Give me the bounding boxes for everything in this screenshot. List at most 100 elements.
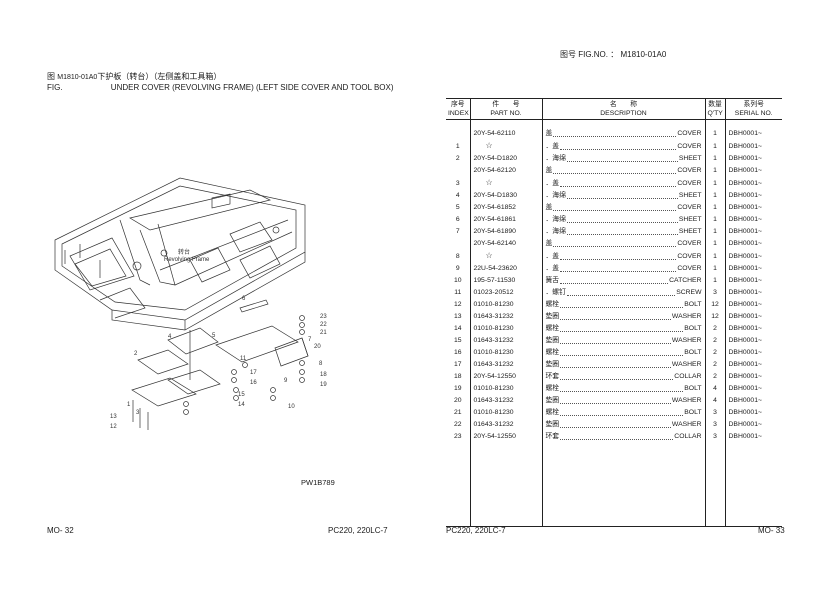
cell-part-no: 20Y-54-12550: [469, 371, 542, 383]
description-en: COLLAR: [674, 373, 702, 380]
description-cn: 垫圈: [545, 361, 560, 368]
cell-qty: 3: [704, 419, 725, 431]
callout-9: 9: [284, 378, 288, 384]
description-cn: 盖: [545, 204, 553, 211]
cell-serial: DBH0001~: [724, 165, 782, 177]
cell-index: 3: [455, 179, 460, 187]
cell-serial: DBH0001~: [724, 323, 782, 335]
cell-qty: 1: [704, 238, 725, 250]
cell-serial: DBH0001~: [724, 275, 782, 287]
cell-part-no: ☆: [469, 177, 542, 190]
cell-index: 7: [455, 228, 460, 235]
cell-index: 11: [454, 289, 462, 296]
callout-4: 4: [168, 334, 172, 340]
cell-serial: DBH0001~: [724, 177, 782, 190]
cell-index: 6: [455, 216, 460, 223]
description-en: COVER: [677, 252, 702, 260]
description-cn: 螺栓: [545, 349, 560, 356]
description-cn: 盖: [545, 130, 553, 137]
leader-dots: [553, 173, 677, 174]
callout-22: 22: [320, 322, 327, 328]
description-cn: ．盖: [545, 265, 560, 272]
cell-qty: 2: [704, 359, 725, 371]
cell-qty: 1: [704, 177, 725, 190]
description-cn: ．盖: [545, 252, 560, 260]
cover-plates: [131, 299, 309, 407]
cell-qty: 12: [704, 299, 725, 311]
cell-part-no: 01643-31232: [469, 359, 542, 371]
description-en: WASHER: [671, 421, 702, 428]
description-cn: 螺栓: [545, 325, 560, 332]
callout-17: 17: [250, 370, 257, 376]
leader-dots: [560, 331, 684, 332]
leader-dots: [560, 403, 671, 404]
cell-qty: 2: [704, 323, 725, 335]
leader-dots: [566, 198, 678, 199]
cell-index: 10: [453, 277, 462, 284]
description-cn: ．螺钉: [545, 289, 566, 296]
cell-serial: DBH0001~: [724, 335, 782, 347]
callout-7: 7: [308, 337, 312, 343]
leader-dots: [560, 367, 671, 368]
leader-dots: [560, 415, 684, 416]
description-en: SHEET: [678, 216, 702, 223]
description-cn: ．海绵: [545, 228, 566, 235]
cell-index: 12: [453, 301, 462, 308]
callout-1: 1: [127, 402, 131, 408]
cell-part-no: 20Y-54-D1830: [469, 190, 542, 202]
cell-serial: DBH0001~: [724, 419, 782, 431]
cell-serial: DBH0001~: [724, 299, 782, 311]
description-en: SHEET: [678, 192, 702, 199]
cell-index: 22: [453, 421, 462, 428]
cell-part-no: 20Y-54-62120: [469, 165, 542, 177]
callout-8: 8: [319, 361, 323, 367]
cell-qty: 1: [704, 140, 725, 153]
leader-dots: [560, 319, 671, 320]
right-page-model: PC220, 220LC-7: [446, 526, 506, 535]
cell-part-no: 20Y-54-61890: [469, 226, 542, 238]
leader-dots: [566, 222, 678, 223]
cell-part-no: ☆: [469, 250, 542, 263]
leader-dots: [566, 295, 676, 296]
description-en: WASHER: [671, 313, 702, 320]
leader-dots: [560, 343, 671, 344]
cell-part-no: 22U-54-23620: [469, 263, 542, 275]
cell-serial: DBH0001~: [724, 407, 782, 419]
cell-part-no: 01023-20512: [469, 287, 542, 299]
left-page-number: MO- 32: [47, 526, 74, 535]
leader-dots: [560, 307, 684, 308]
description-cn: 螺栓: [545, 385, 560, 392]
description-en: SHEET: [678, 228, 702, 235]
cell-serial: DBH0001~: [724, 287, 782, 299]
revolving-frame-drawing: [54, 177, 306, 331]
leader-dots: [560, 258, 677, 260]
cell-serial: DBH0001~: [724, 311, 782, 323]
cell-serial: DBH0001~: [724, 214, 782, 226]
cell-part-no: 195-57-11530: [469, 275, 542, 287]
leader-dots: [553, 246, 677, 247]
cell-index: 4: [455, 192, 460, 199]
cell-part-no: 01010-81230: [469, 347, 542, 359]
cell-qty: 2: [704, 347, 725, 359]
cell-index: [446, 238, 470, 250]
